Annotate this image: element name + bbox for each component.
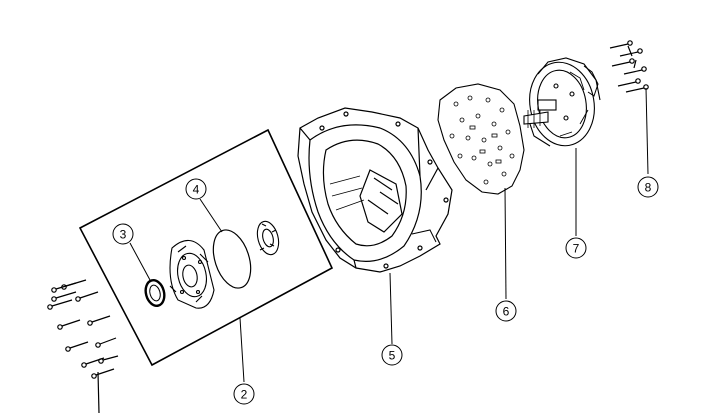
o-ring <box>212 229 252 289</box>
callout-7: 7 <box>565 237 587 259</box>
callout-8: 8 <box>637 176 659 198</box>
svg-text:3: 3 <box>120 228 127 242</box>
leader-lines <box>129 87 649 383</box>
kit-frame <box>78 128 334 367</box>
bolt-group-left <box>47 279 119 413</box>
callout-2: 2 <box>233 383 255 405</box>
oil-pump <box>169 239 215 309</box>
svg-text:6: 6 <box>503 305 510 319</box>
callout-6: 6 <box>495 300 517 322</box>
separator-plate <box>437 83 525 195</box>
transmission-housing <box>297 107 453 273</box>
bearing <box>256 220 280 256</box>
bolt-group-right <box>609 40 649 93</box>
svg-text:7: 7 <box>573 242 580 256</box>
svg-text:5: 5 <box>389 349 396 363</box>
callout-3: 3 <box>112 223 134 245</box>
svg-text:8: 8 <box>645 181 652 195</box>
seal-ring <box>144 279 166 307</box>
svg-text:4: 4 <box>193 183 200 197</box>
svg-text:2: 2 <box>241 388 248 402</box>
callout-5: 5 <box>381 344 403 366</box>
valve-body <box>523 57 601 147</box>
callout-4: 4 <box>185 178 207 200</box>
